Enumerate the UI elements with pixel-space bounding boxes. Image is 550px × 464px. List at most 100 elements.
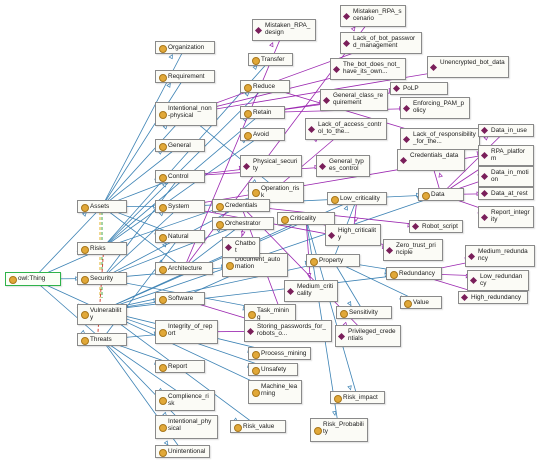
class-node-requirement[interactable]: Requirement xyxy=(155,70,215,84)
individual-node-data-at-rest[interactable]: Data_at_rest xyxy=(478,187,534,201)
individual-diamond-icon xyxy=(469,276,478,284)
individual-node-the-bot-does-not-have-its-own-[interactable]: The_bot_does_not_have_its_own... xyxy=(330,58,406,80)
class-node-reduce[interactable]: Reduce xyxy=(240,80,290,94)
individual-node-mistaken-rpa-scenario[interactable]: Mistaken_RPA_scenario xyxy=(340,5,406,27)
class-node-threats[interactable]: Threats xyxy=(77,333,127,347)
class-node-general[interactable]: General xyxy=(155,139,205,153)
class-node-unsafety[interactable]: Unsafety xyxy=(248,363,298,377)
node-label: Sensitivity xyxy=(349,309,378,316)
class-node-retain[interactable]: Retain xyxy=(240,106,285,120)
node-label: Transfer xyxy=(261,56,285,63)
class-node-control[interactable]: Control xyxy=(155,170,205,184)
class-node-data[interactable]: Data xyxy=(418,188,464,202)
individual-diamond-icon xyxy=(242,162,251,170)
class-node-machine-learning[interactable]: Machine_learning xyxy=(248,380,302,404)
class-node-value[interactable]: Value xyxy=(400,296,442,310)
node-label: Physical_security xyxy=(253,158,298,173)
individual-node-mistaken-rpa-design[interactable]: Mistaken_RPA_design xyxy=(252,19,316,41)
class-node-transfer[interactable]: Transfer xyxy=(248,53,293,67)
class-node-operation-risk[interactable]: Operation_risk xyxy=(248,182,304,203)
class-node-intentional-non-physical[interactable]: Intentional_non-physical xyxy=(155,102,217,126)
edge-arrowhead xyxy=(346,300,352,307)
class-circle-icon xyxy=(159,203,167,212)
individual-node-medium-criticality[interactable]: Medium_criticality xyxy=(284,280,338,302)
node-label: Risk_value xyxy=(243,423,275,430)
node-label: Document_automation xyxy=(235,256,281,271)
individual-node-zero-trust-principle[interactable]: Zero_trust_principle xyxy=(383,239,443,261)
class-circle-icon xyxy=(252,56,260,65)
individual-node-privileged-credentials[interactable]: Privileged_credentials xyxy=(335,325,401,347)
class-node-assets[interactable]: Assets xyxy=(77,200,127,214)
class-node-sensitivity[interactable]: Sensitivity xyxy=(336,306,392,320)
individual-node-report-integrity[interactable]: Report_integrity xyxy=(478,206,534,228)
node-label: Criticality xyxy=(290,215,316,222)
individual-node-lack-of-access-control-to-the-[interactable]: Lack_of_access_control_to_the... xyxy=(305,118,387,140)
class-node-credentials[interactable]: Credentials xyxy=(212,199,270,213)
class-node-redundancy[interactable]: Redundancy xyxy=(386,267,442,281)
edge-arrowhead xyxy=(347,385,352,391)
individual-node-polp[interactable]: PoLP xyxy=(390,82,448,96)
node-label: Architecture xyxy=(168,265,203,272)
class-node-risk-value[interactable]: Risk_value xyxy=(230,420,286,434)
node-label: Operation_risk xyxy=(261,185,300,200)
class-node-security[interactable]: Security xyxy=(77,272,127,286)
class-node-report[interactable]: Report xyxy=(155,360,205,374)
individual-node-rpa-platform[interactable]: RPA_platform xyxy=(478,145,534,166)
class-node-vulnerability[interactable]: Vulnerability xyxy=(77,304,127,325)
node-label: Threats xyxy=(90,336,112,343)
individual-node-lack-of-bot-password-management[interactable]: Lack_of_bot_password_management xyxy=(340,32,422,54)
root-node-owl-thing[interactable]: owl:Thing xyxy=(5,272,61,286)
individual-node-general-class-requirement[interactable]: General_class_requirement xyxy=(320,89,388,111)
individual-node-chatbot[interactable]: Chatbot xyxy=(222,237,260,258)
class-node-criticality[interactable]: Criticality xyxy=(277,212,335,226)
individual-node-physical-security[interactable]: Physical_security xyxy=(240,155,302,177)
class-circle-icon xyxy=(331,195,339,204)
class-node-task-mining[interactable]: Task_mining xyxy=(244,304,296,325)
class-node-orchestrator[interactable]: Orchestrator xyxy=(212,217,274,231)
individual-node-general-types-control[interactable]: General_types_control xyxy=(316,155,370,177)
individual-node-high-criticality[interactable]: High_criticality xyxy=(325,224,381,246)
individual-diamond-icon xyxy=(402,135,411,143)
edge-arrowhead xyxy=(168,53,173,60)
class-circle-icon xyxy=(159,142,167,151)
class-node-low-criticality[interactable]: Low_criticality xyxy=(327,192,387,206)
class-node-risk-impact[interactable]: Risk_impact xyxy=(330,391,385,405)
individual-node-enforcing-pam-policy[interactable]: Enforcing_PAM_policy xyxy=(400,97,470,119)
class-node-risk-probability[interactable]: Risk_Probability xyxy=(310,418,368,442)
individual-node-robot-script[interactable]: Robot_script xyxy=(409,220,463,234)
class-node-property[interactable]: Property xyxy=(306,254,360,268)
individual-diamond-icon xyxy=(327,231,336,239)
individual-node-storing-passwords-for-robots-o-[interactable]: Storing_passwords_for_robots_o... xyxy=(244,320,332,342)
class-circle-icon xyxy=(216,202,224,211)
class-node-risks[interactable]: Risks xyxy=(77,242,127,256)
class-node-system[interactable]: System xyxy=(155,200,205,214)
edge-arrowhead xyxy=(163,440,169,446)
class-node-process-mining[interactable]: Process_mining xyxy=(248,347,311,361)
individual-node-unencrypted-bot-data[interactable]: Unencrypted_bot_data xyxy=(427,56,509,78)
class-node-unintentional[interactable]: Unintentional xyxy=(155,445,210,459)
individual-node-lack-of-responsibility-for-the-[interactable]: Lack_of_responsibility_for_the... xyxy=(400,128,480,150)
individual-node-data-in-use[interactable]: Data_in_use xyxy=(478,124,534,138)
class-node-architecture[interactable]: Architecture xyxy=(155,262,213,276)
subclass-edge xyxy=(101,206,181,279)
node-label: Vulnerability xyxy=(90,307,122,322)
class-node-avoid[interactable]: Avoid xyxy=(240,128,285,142)
node-label: Low_criticality xyxy=(340,195,380,202)
class-node-natural[interactable]: Natural xyxy=(155,230,205,244)
individual-node-credentials-data[interactable]: Credentials_data xyxy=(397,149,465,171)
subclass-edge xyxy=(101,339,186,397)
individual-node-data-in-motion[interactable]: Data_in_motion xyxy=(478,166,534,187)
class-node-organization[interactable]: Organization xyxy=(155,41,215,55)
class-node-integrity-of-report[interactable]: Integrity_of_report xyxy=(155,320,218,344)
individual-node-low-redundancy[interactable]: Low_redundancy xyxy=(467,270,529,291)
class-node-software[interactable]: Software xyxy=(155,292,205,306)
class-circle-icon xyxy=(310,257,318,266)
subclass-edge xyxy=(101,273,415,311)
node-label: Unsafety xyxy=(261,366,287,373)
individual-node-medium-redundancy[interactable]: Medium_redundancy xyxy=(465,245,535,267)
class-node-complience-risk[interactable]: Complience_risk xyxy=(155,390,215,411)
individual-node-high-redundancy[interactable]: High_redundancy xyxy=(458,291,528,305)
class-circle-icon xyxy=(226,262,234,270)
class-node-intentional-physical[interactable]: Intentional_physical xyxy=(155,415,218,439)
